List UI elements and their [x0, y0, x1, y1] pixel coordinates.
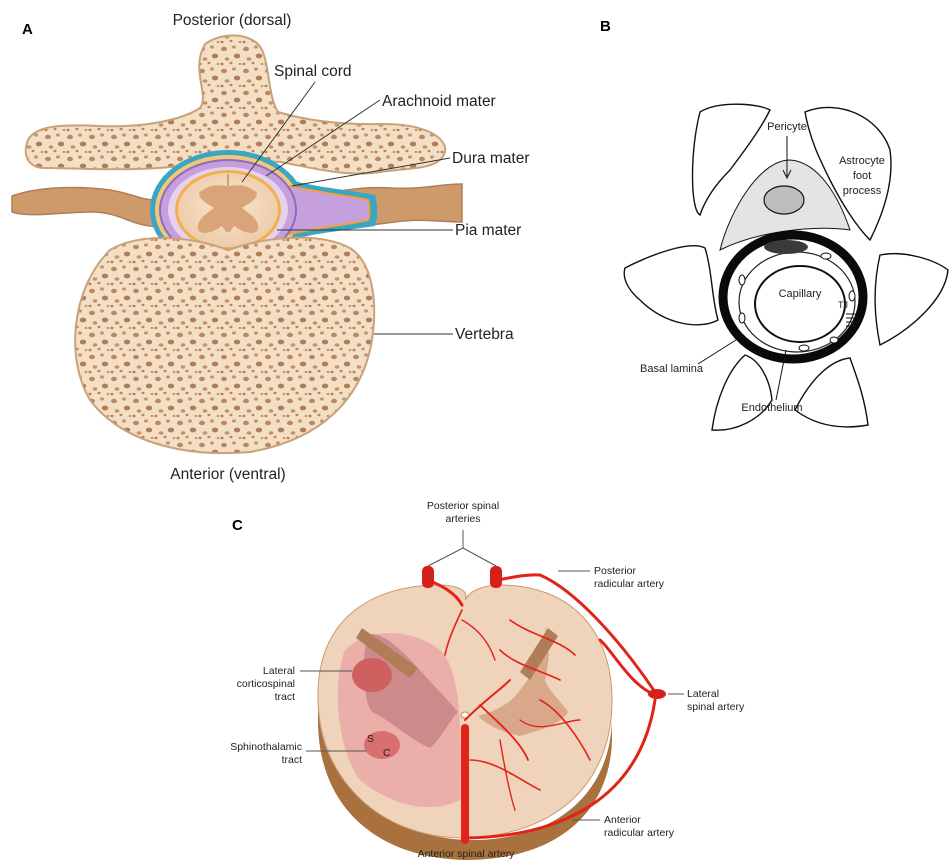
- spinothal-label-2: tract: [282, 754, 303, 766]
- endothelial-nucleus: [764, 240, 808, 254]
- lateral-cst-label-3: tract: [275, 691, 296, 703]
- basal-lamina-label: Basal lamina: [640, 363, 704, 375]
- posterior-label: Posterior (dorsal): [173, 12, 292, 29]
- astrocyte-cell-left: [624, 246, 718, 325]
- panel-b: B Pericyte Astrocyte: [600, 18, 948, 430]
- ant-spinal-label: Anterior spinal artery: [418, 848, 516, 860]
- pericyte-label: Pericyte: [767, 121, 807, 133]
- basal-lamina-leader: [698, 340, 736, 364]
- anterior-label: Anterior (ventral): [170, 466, 285, 483]
- panel-c-letter: C: [232, 517, 243, 534]
- arachnoid-label: Arachnoid mater: [382, 93, 496, 110]
- astrocyte-label-1: Astrocyte: [839, 155, 885, 167]
- capillary-lumen: [755, 266, 845, 342]
- post-spinal-leader-left: [428, 548, 463, 566]
- ant-radicular-label-1: Anterior: [604, 814, 641, 826]
- mitochondrion-5: [849, 291, 855, 301]
- lat-spinal-label-1: Lateral: [687, 688, 719, 700]
- panel-c: C: [230, 500, 745, 860]
- lateral-cst-tract: [352, 658, 392, 692]
- spinothal-s-mark: S: [367, 733, 374, 745]
- spinothal-label-1: Sphinothalamic: [230, 741, 302, 753]
- panel-a-letter: A: [22, 21, 33, 38]
- pericyte-nucleus: [764, 186, 804, 214]
- posterior-artery-right-branch: [497, 575, 540, 580]
- post-spinal-label-2: arteries: [445, 513, 480, 525]
- post-spinal-leader-right: [463, 548, 496, 566]
- ant-radicular-label-2: radicular artery: [604, 827, 675, 839]
- astrocyte-label-3: process: [843, 185, 882, 197]
- lateral-cst-label-1: Lateral: [263, 665, 295, 677]
- astrocyte-cell-bottom-right: [795, 358, 868, 427]
- astrocyte-cell-bottom-left: [712, 355, 772, 430]
- mitochondrion-1: [821, 253, 831, 259]
- capillary-label: Capillary: [779, 288, 822, 300]
- astrocyte-label-2: foot: [853, 170, 871, 182]
- dura-label: Dura mater: [452, 150, 530, 167]
- mitochondrion-2: [739, 275, 745, 285]
- post-radicular-label-1: Posterior: [594, 565, 637, 577]
- posterior-spinal-artery-left: [422, 566, 434, 588]
- vertebra-label: Vertebra: [455, 326, 514, 343]
- tj-label: TJ: [838, 300, 848, 310]
- spinal-nerve: [12, 188, 165, 228]
- mitochondrion-3: [739, 313, 745, 323]
- post-radicular-label-2: radicular artery: [594, 578, 665, 590]
- spinothal-c-mark: C: [383, 747, 391, 759]
- panel-a: A Posterior (dorsal) Anterior (ventral) …: [12, 12, 530, 483]
- lateral-spinal-artery: [648, 689, 666, 699]
- mitochondrion-6: [830, 337, 838, 343]
- vertebral-body: [75, 238, 374, 453]
- spinal-cord-label: Spinal cord: [274, 63, 352, 80]
- endothelium-label: Endothelium: [741, 402, 802, 414]
- astrocyte-cell-rightlow: [875, 254, 948, 345]
- post-spinal-label-1: Posterior spinal: [427, 500, 499, 512]
- posterior-spinal-artery-right: [490, 566, 502, 588]
- mitochondrion-4: [799, 345, 809, 351]
- lat-spinal-label-2: spinal artery: [687, 701, 745, 713]
- panel-b-letter: B: [600, 18, 611, 35]
- pia-label: Pia mater: [455, 222, 521, 239]
- lateral-cst-label-2: corticospinal: [237, 678, 295, 690]
